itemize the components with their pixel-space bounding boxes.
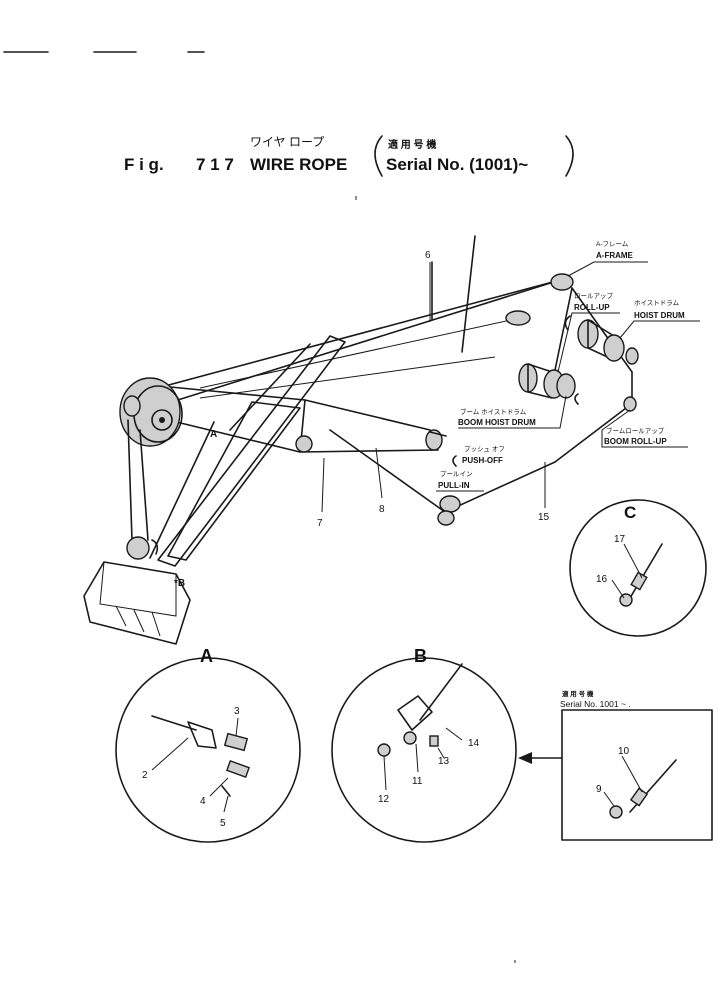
part-3: 3 xyxy=(234,706,240,717)
title-serial-jp: 適 用 号 機 xyxy=(388,138,436,151)
svg-text:ROLL-UP: ROLL-UP xyxy=(574,303,610,312)
arm xyxy=(157,335,346,567)
point-sheave xyxy=(119,377,183,447)
part-16: 16 xyxy=(596,574,608,585)
title-japanese: ワイヤ ロープ xyxy=(250,135,324,149)
figure-title: ワイヤ ロープ F i g. 7 1 7 WIRE ROPE 適 用 号 機 S… xyxy=(124,135,574,177)
detail-c-letter: C xyxy=(624,503,636,522)
part-5: 5 xyxy=(220,818,226,829)
svg-text:ブーム ホイストドラム: ブーム ホイストドラム xyxy=(460,407,527,416)
part-7: 7 xyxy=(317,518,323,529)
detail-a: A 3 2 4 5 xyxy=(115,646,301,843)
part-14: 14 xyxy=(468,738,480,749)
boom-hoist-drum xyxy=(518,363,579,405)
boom-roll-up-sheave xyxy=(623,396,637,412)
arrow-to-detail-b xyxy=(518,752,563,764)
callout-hoist-drum: ホイストドラム HOIST DRUM xyxy=(619,299,700,339)
detail-ref-b: *B xyxy=(174,578,185,589)
title-english: WIRE ROPE xyxy=(250,155,347,174)
a-frame-sheave xyxy=(550,273,574,291)
part-8: 8 xyxy=(379,504,385,515)
part-6: 6 xyxy=(425,250,431,261)
part-9: 9 xyxy=(596,784,602,795)
title-close-paren xyxy=(565,135,574,177)
callout-pull-in: プールイン PULL-IN xyxy=(436,470,484,492)
bucket xyxy=(83,536,191,645)
excavator-illustration xyxy=(83,235,639,645)
svg-text:PUSH-OFF: PUSH-OFF xyxy=(462,456,503,465)
detail-b-letter: B xyxy=(414,646,427,666)
svg-text:BOOM HOIST DRUM: BOOM HOIST DRUM xyxy=(458,418,536,427)
callout-a-frame: A-フレーム A-FRAME xyxy=(567,240,648,277)
part-12: 12 xyxy=(378,794,390,805)
svg-text:BOOM ROLL-UP: BOOM ROLL-UP xyxy=(604,437,667,446)
boom xyxy=(159,385,443,453)
leaders-main xyxy=(321,262,546,513)
svg-text:A-フレーム: A-フレーム xyxy=(596,240,629,248)
serial-box-label: Serial No. 1001 ~ . xyxy=(560,699,631,709)
callout-boom-roll-up: ブームロールアップ BOOM ROLL-UP xyxy=(601,409,688,448)
hoist-drum xyxy=(577,319,639,365)
detail-c: C 17 16 xyxy=(569,499,707,637)
svg-text:プールイン: プールイン xyxy=(440,470,473,478)
part-2: 2 xyxy=(142,770,148,781)
title-fig-prefix: F i g. xyxy=(124,155,164,174)
callout-roll-up: ロールアップ ROLL-UP xyxy=(557,292,620,373)
svg-text:PULL-IN: PULL-IN xyxy=(438,481,470,490)
svg-text:ホイストドラム: ホイストドラム xyxy=(634,299,680,307)
title-fig-number: 7 1 7 xyxy=(196,155,234,174)
part-13: 13 xyxy=(438,756,450,767)
svg-text:ロールアップ: ロールアップ xyxy=(574,292,614,300)
detail-a-letter: A xyxy=(200,646,213,666)
part-10: 10 xyxy=(618,746,630,757)
part-15: 15 xyxy=(538,512,550,523)
callout-push-off: プッシュ オフ PUSH-OFF xyxy=(462,445,505,465)
title-serial: Serial No. (1001)~ xyxy=(386,155,528,174)
svg-text:HOIST DRUM: HOIST DRUM xyxy=(634,311,685,320)
title-open-paren xyxy=(374,135,383,177)
svg-text:ブームロールアップ: ブームロールアップ xyxy=(606,426,665,435)
svg-text:プッシュ オフ: プッシュ オフ xyxy=(464,445,505,453)
detail-ref-a: A xyxy=(210,429,217,440)
callout-boom-hoist-drum: ブーム ホイストドラム BOOM HOIST DRUM xyxy=(458,395,567,429)
serial-box: 適 用 号 機 Serial No. 1001 ~ . 10 9 xyxy=(560,689,713,841)
detail-b: B 14 13 11 12 xyxy=(331,646,517,843)
svg-text:A-FRAME: A-FRAME xyxy=(596,251,634,260)
serial-box-jp: 適 用 号 機 xyxy=(562,689,594,698)
part-4: 4 xyxy=(200,796,206,807)
part-17: 17 xyxy=(614,534,626,545)
part-11: 11 xyxy=(412,776,423,787)
